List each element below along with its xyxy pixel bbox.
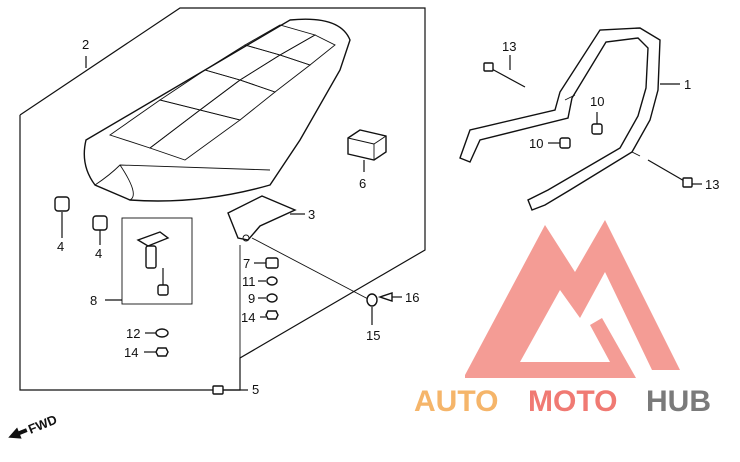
callout-3: 3: [308, 207, 315, 222]
callout-4-right: 4: [95, 246, 102, 261]
rubber-mount-left[interactable]: [54, 196, 70, 238]
callout-14-left: 14: [124, 345, 138, 360]
seat-group-outline: [19, 7, 426, 391]
callout-12: 12: [126, 326, 140, 341]
callout-14-right: 14: [241, 310, 255, 325]
callout-15: 15: [366, 328, 380, 343]
watermark-triangle-icon: [465, 220, 680, 378]
callout-5: 5: [252, 382, 259, 397]
callout-7: 7: [243, 256, 250, 271]
callout-2: 2: [82, 37, 89, 52]
bolt-5[interactable]: [212, 245, 248, 395]
lock-set-box: [121, 217, 193, 305]
watermark-word-moto: MOTO: [528, 385, 617, 418]
callout-9: 9: [248, 291, 255, 306]
bolt-13-right[interactable]: [647, 159, 702, 188]
nut-14-right[interactable]: [260, 310, 279, 320]
callout-10-upper: 10: [590, 94, 604, 109]
callout-11: 11: [242, 274, 256, 289]
watermark-logo: [465, 220, 680, 378]
pin-16[interactable]: [377, 292, 402, 302]
bushing-11[interactable]: [258, 276, 278, 286]
collar-10-upper[interactable]: [591, 112, 603, 135]
fwd-label: FWD: [26, 412, 59, 437]
fwd-indicator: FWD: [8, 412, 59, 439]
rubber-mount-right[interactable]: [92, 215, 108, 245]
washer-9[interactable]: [258, 293, 278, 303]
seat-part[interactable]: [83, 18, 351, 202]
cushion-6[interactable]: [347, 129, 387, 172]
watermark-word-hub: HUB: [646, 385, 711, 418]
callout-6: 6: [359, 176, 366, 191]
grommet-15[interactable]: [366, 293, 378, 325]
grab-rail-part[interactable]: [459, 27, 661, 211]
callout-1: 1: [684, 77, 691, 92]
seat-bracket-part[interactable]: [227, 195, 305, 242]
callout-4-left: 4: [57, 239, 64, 254]
nut-14-left[interactable]: [144, 347, 169, 357]
callout-8: 8: [90, 293, 97, 308]
collar-10-lower[interactable]: [548, 137, 571, 149]
callout-16: 16: [405, 290, 419, 305]
bolt-13-top[interactable]: [483, 55, 526, 88]
callout-13-right: 13: [705, 177, 719, 192]
callout-13-top: 13: [502, 39, 516, 54]
watermark-word-auto: AUTO: [414, 385, 498, 418]
callout-10-lower: 10: [529, 136, 543, 151]
collar-7[interactable]: [254, 257, 279, 269]
washer-12[interactable]: [145, 328, 169, 338]
lock-bracket-part[interactable]: [136, 231, 170, 296]
fwd-arrow-icon: [8, 427, 28, 439]
